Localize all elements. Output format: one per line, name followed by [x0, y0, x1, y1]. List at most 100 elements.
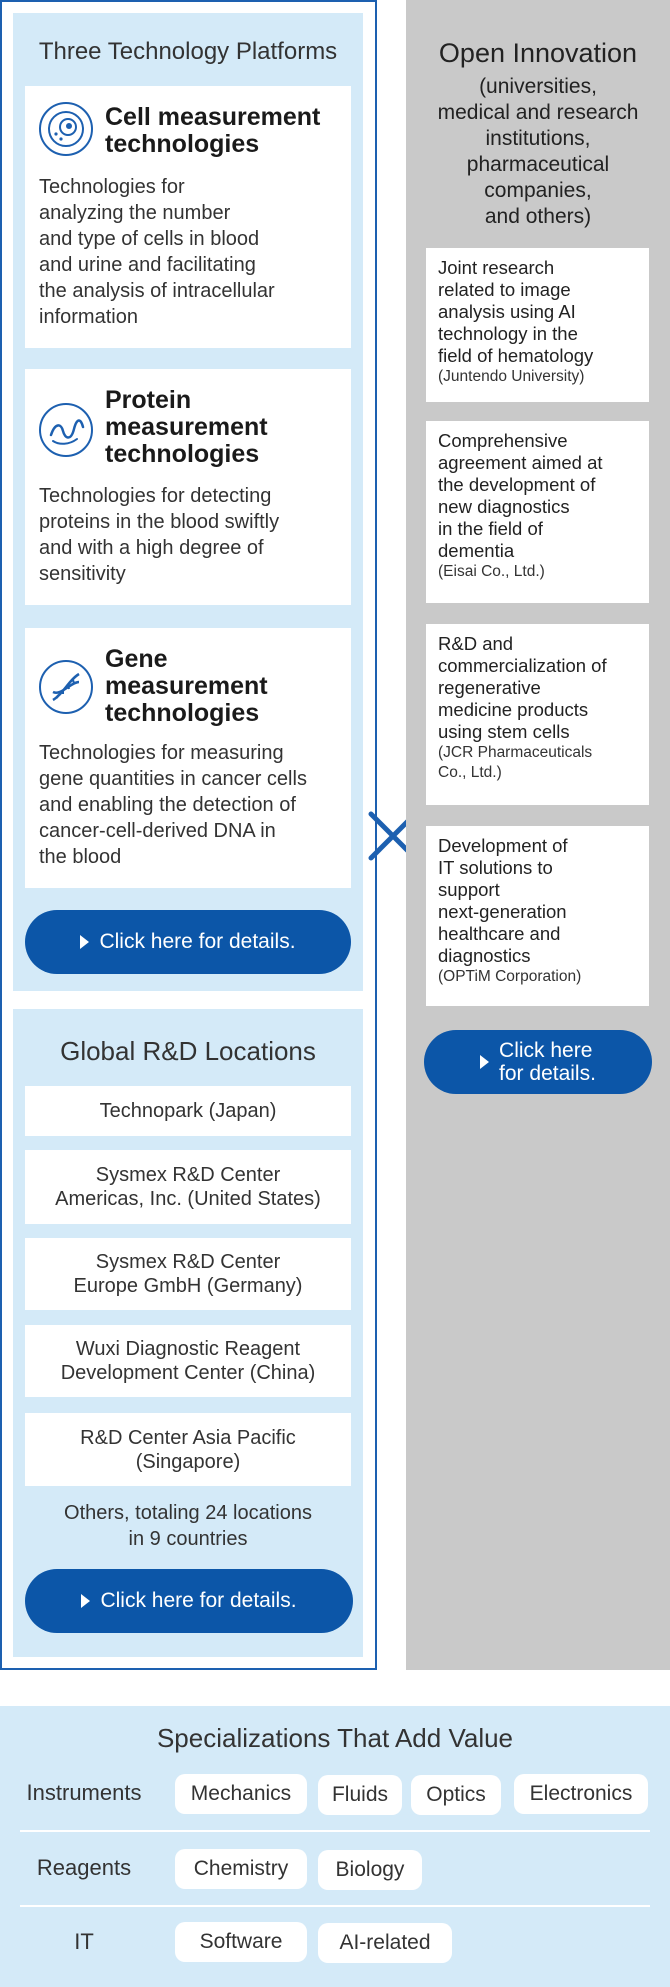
subtitle-line: (universities, [479, 75, 597, 98]
card-desc-line: and enabling the detection of [39, 794, 296, 816]
partner-text-line: in the field of [438, 518, 543, 539]
card-heading-line: technologies [105, 440, 260, 468]
card-heading-line: technologies [105, 699, 260, 727]
card-desc-line: Technologies for detecting [39, 485, 272, 507]
partner-text-line: technology in the [438, 323, 578, 344]
rnd-details-button-label: Click here for details. [100, 1589, 297, 1612]
location-line: Europe GmbH (Germany) [73, 1275, 303, 1297]
card-desc-line: the analysis of intracellular [39, 280, 275, 302]
card-desc-line: analyzing the number [39, 202, 231, 224]
spec-divider [20, 1830, 650, 1832]
card-desc-line: and with a high degree of [39, 537, 264, 559]
card-desc-line: information [39, 306, 138, 328]
spec-chip: Software [175, 1922, 307, 1962]
partner-card: R&D and commercialization of regenerativ… [426, 624, 649, 805]
partner-text-line: Comprehensive [438, 430, 568, 451]
spec-chip: Mechanics [175, 1774, 307, 1814]
partner-text-line: Development of [438, 835, 568, 856]
open-innovation-button-label: Click here for details. [499, 1039, 596, 1085]
play-triangle-icon [480, 1055, 490, 1069]
partner-org: Co., Ltd.) [438, 764, 502, 781]
partner-text-line: new diagnostics [438, 496, 570, 517]
card-desc-line: and urine and facilitating [39, 254, 256, 276]
subtitle-line: and others) [484, 205, 592, 228]
cell-measurement-card: Cell measurement technologies Technologi… [25, 86, 351, 348]
subtitle-line: companies, [484, 179, 592, 202]
button-label-line: Click here [499, 1039, 593, 1062]
tech-details-button[interactable]: Click here for details. [25, 910, 351, 974]
location-line: Development Center (China) [60, 1362, 316, 1384]
button-label-line: for details. [499, 1062, 596, 1085]
location-item: R&D Center Asia Pacific (Singapore) [25, 1413, 351, 1486]
card-heading-line: technologies [105, 130, 260, 158]
cell-icon [39, 102, 93, 156]
location-item: Sysmex R&D Center Americas, Inc. (United… [25, 1150, 351, 1224]
spec-chip: AI-related [318, 1923, 452, 1963]
partner-org: (Juntendo University) [438, 368, 585, 385]
location-item: Sysmex R&D Center Europe GmbH (Germany) [25, 1238, 351, 1310]
partner-text-line: commercialization of [438, 655, 607, 676]
spec-row-label: IT [74, 1929, 94, 1954]
card-heading-line: measurement [105, 672, 268, 700]
location-line: R&D Center Asia Pacific [80, 1426, 296, 1449]
card-heading-line: measurement [105, 413, 268, 441]
location-line: Sysmex R&D Center [95, 1251, 281, 1273]
location-line: Sysmex R&D Center [95, 1164, 281, 1186]
other-locations-line: in 9 countries [128, 1528, 248, 1550]
spec-chip: Biology [318, 1850, 422, 1890]
location-line: Americas, Inc. (United States) [55, 1188, 321, 1210]
partner-text-line: agreement aimed at [438, 452, 603, 473]
subtitle-line: pharmaceutical [466, 153, 610, 176]
spec-row-label: Reagents [36, 1855, 132, 1880]
play-triangle-icon [80, 935, 90, 949]
card-desc-line: gene quantities in cancer cells [39, 768, 307, 790]
subtitle-line: medical and research [437, 101, 639, 124]
partner-card: Comprehensive agreement aimed at the dev… [426, 421, 649, 603]
partner-text-line: IT solutions to [438, 857, 553, 878]
location-item: Wuxi Diagnostic Reagent Development Cent… [25, 1325, 351, 1397]
partner-text-line: R&D and [438, 633, 514, 654]
partner-text-line: regenerative [438, 677, 541, 698]
dna-icon [39, 660, 93, 714]
card-desc-line: the blood [39, 846, 122, 868]
card-desc-line: sensitivity [39, 563, 126, 585]
other-locations-note: Others, totaling 24 locations in 9 count… [13, 1500, 363, 1552]
card-desc-line: Technologies for [39, 176, 185, 198]
play-triangle-icon [81, 1594, 91, 1608]
spec-chip: Chemistry [175, 1849, 307, 1889]
tech-details-button-label: Click here for details. [99, 930, 296, 953]
partner-org: (Eisai Co., Ltd.) [438, 563, 545, 580]
rnd-details-button[interactable]: Click here for details. [25, 1569, 353, 1633]
location-line: Wuxi Diagnostic Reagent [75, 1338, 301, 1360]
partner-text-line: analysis using AI [438, 301, 576, 322]
other-locations-line: Others, totaling 24 locations [64, 1502, 312, 1524]
open-innovation-title: Open Innovation [438, 38, 638, 68]
open-innovation-subtitle: (universities, medical and research inst… [406, 74, 670, 230]
partner-text-line: using stem cells [438, 721, 570, 742]
technology-platforms-title: Three Technology Platforms [38, 38, 338, 65]
spec-chip: Optics [411, 1775, 501, 1815]
partner-text-line: Joint research [438, 257, 555, 278]
specializations-title: Specializations That Add Value [156, 1723, 514, 1753]
partner-card: Development of IT solutions to support n… [426, 826, 649, 1006]
spec-row-label: Instruments [26, 1780, 142, 1805]
location-item: Technopark (Japan) [25, 1086, 351, 1136]
subtitle-line: institutions, [485, 127, 591, 150]
gene-measurement-card: Gene measurement technologies Technologi… [25, 628, 351, 888]
open-innovation-details-button[interactable]: Click here for details. [424, 1030, 652, 1094]
partner-text-line: support [438, 879, 500, 900]
partner-org: (OPTiM Corporation) [438, 968, 582, 985]
partner-text-line: next-generation [438, 901, 567, 922]
card-desc-line: cancer-cell-derived DNA in [39, 820, 276, 842]
partner-org: (JCR Pharmaceuticals [438, 744, 593, 761]
card-desc-line: and type of cells in blood [39, 228, 260, 250]
card-heading-line: Gene [105, 645, 168, 673]
spec-chip: Electronics [514, 1774, 648, 1814]
card-desc-line: Technologies for measuring [39, 742, 284, 764]
partner-text-line: diagnostics [438, 945, 531, 966]
protein-icon [39, 403, 93, 457]
partner-text-line: field of hematology [438, 345, 594, 366]
location-line: Technopark (Japan) [99, 1100, 277, 1122]
partner-text-line: medicine products [438, 699, 589, 720]
partner-card: Joint research related to image analysis… [426, 248, 649, 402]
